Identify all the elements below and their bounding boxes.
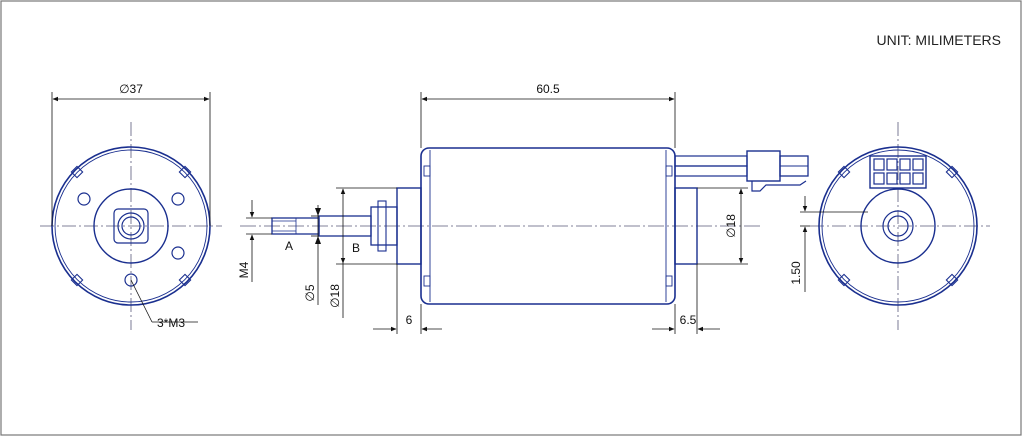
connector-pin-1	[873, 158, 885, 171]
body-clip-top-right	[665, 165, 673, 177]
wire-lead-upper	[674, 155, 748, 167]
rear-offset-label: 6.5	[680, 313, 697, 327]
shaft-dia-label: ∅5	[303, 284, 317, 301]
rear-bearing-outer	[882, 210, 914, 242]
front-shaft-inner	[121, 216, 141, 236]
shaft-collar-flange	[377, 200, 387, 252]
connector-pin-5	[873, 172, 885, 185]
front-notch-1	[70, 165, 84, 179]
rear-boss-outline	[860, 188, 936, 264]
front-mount-hole-2	[171, 192, 185, 206]
rear-notch-1	[837, 165, 851, 179]
side-view: 60.5 M4 ∅5 ∅18 A B 6 6.5	[237, 82, 809, 334]
unit-note: UNIT: MILIMETERS	[876, 32, 1001, 48]
connector-pin-6	[886, 172, 898, 185]
rear-boss-dia-label: ∅18	[724, 214, 738, 238]
front-mount-hole-3	[171, 246, 185, 260]
rear-bearing-inner	[887, 215, 909, 237]
rear-notch-2	[945, 165, 959, 179]
body-clip-bottom-left	[423, 275, 431, 287]
front-diameter-label: ∅37	[119, 82, 143, 96]
connector-pin-8	[912, 172, 924, 185]
hole-callout-leader	[130, 279, 153, 323]
connector-pin-4	[912, 158, 924, 171]
front-offset-label: 6	[406, 313, 413, 327]
length-label: 60.5	[536, 82, 560, 96]
connector-housing	[746, 150, 781, 182]
wire-lead-lower	[674, 165, 748, 177]
body-clip-top-left	[423, 165, 431, 177]
datum-b-label: B	[352, 241, 360, 255]
rear-boss	[674, 187, 698, 265]
threaded-tip	[271, 217, 320, 235]
dia5-arrow-bottom	[315, 236, 321, 244]
rear-notch-3	[837, 273, 851, 287]
front-pilot-boss	[93, 188, 169, 264]
front-notch-3	[70, 273, 84, 287]
rear-offset-label: 1.50	[789, 261, 803, 285]
front-mount-hole-4	[124, 273, 138, 287]
body-clip-bottom-right	[665, 275, 673, 287]
rear-notch-4	[945, 273, 959, 287]
dia5-arrow-top	[315, 208, 321, 216]
connector-pin-7	[899, 172, 911, 185]
front-housing-inner	[54, 149, 208, 303]
rear-housing-outer	[818, 146, 978, 306]
front-mount-hole-1	[77, 192, 91, 206]
front-view: ∅37 3*M3	[40, 82, 222, 330]
thread-label: M4	[237, 261, 251, 278]
datum-a-label: A	[285, 239, 293, 253]
rear-housing-inner	[821, 149, 975, 303]
connector-pin-2	[886, 158, 898, 171]
front-notch-4	[178, 273, 192, 287]
front-shaft-outer	[117, 212, 145, 240]
front-notch-2	[178, 165, 192, 179]
front-shaft-flat	[113, 208, 149, 244]
pilot-dia-label: ∅18	[328, 284, 342, 308]
connector-latch	[751, 180, 807, 192]
connector-pin-3	[899, 158, 911, 171]
rear-view: 1.50	[789, 122, 990, 330]
rear-connector-face	[869, 155, 927, 189]
hole-callout-label: 3*M3	[157, 316, 185, 330]
